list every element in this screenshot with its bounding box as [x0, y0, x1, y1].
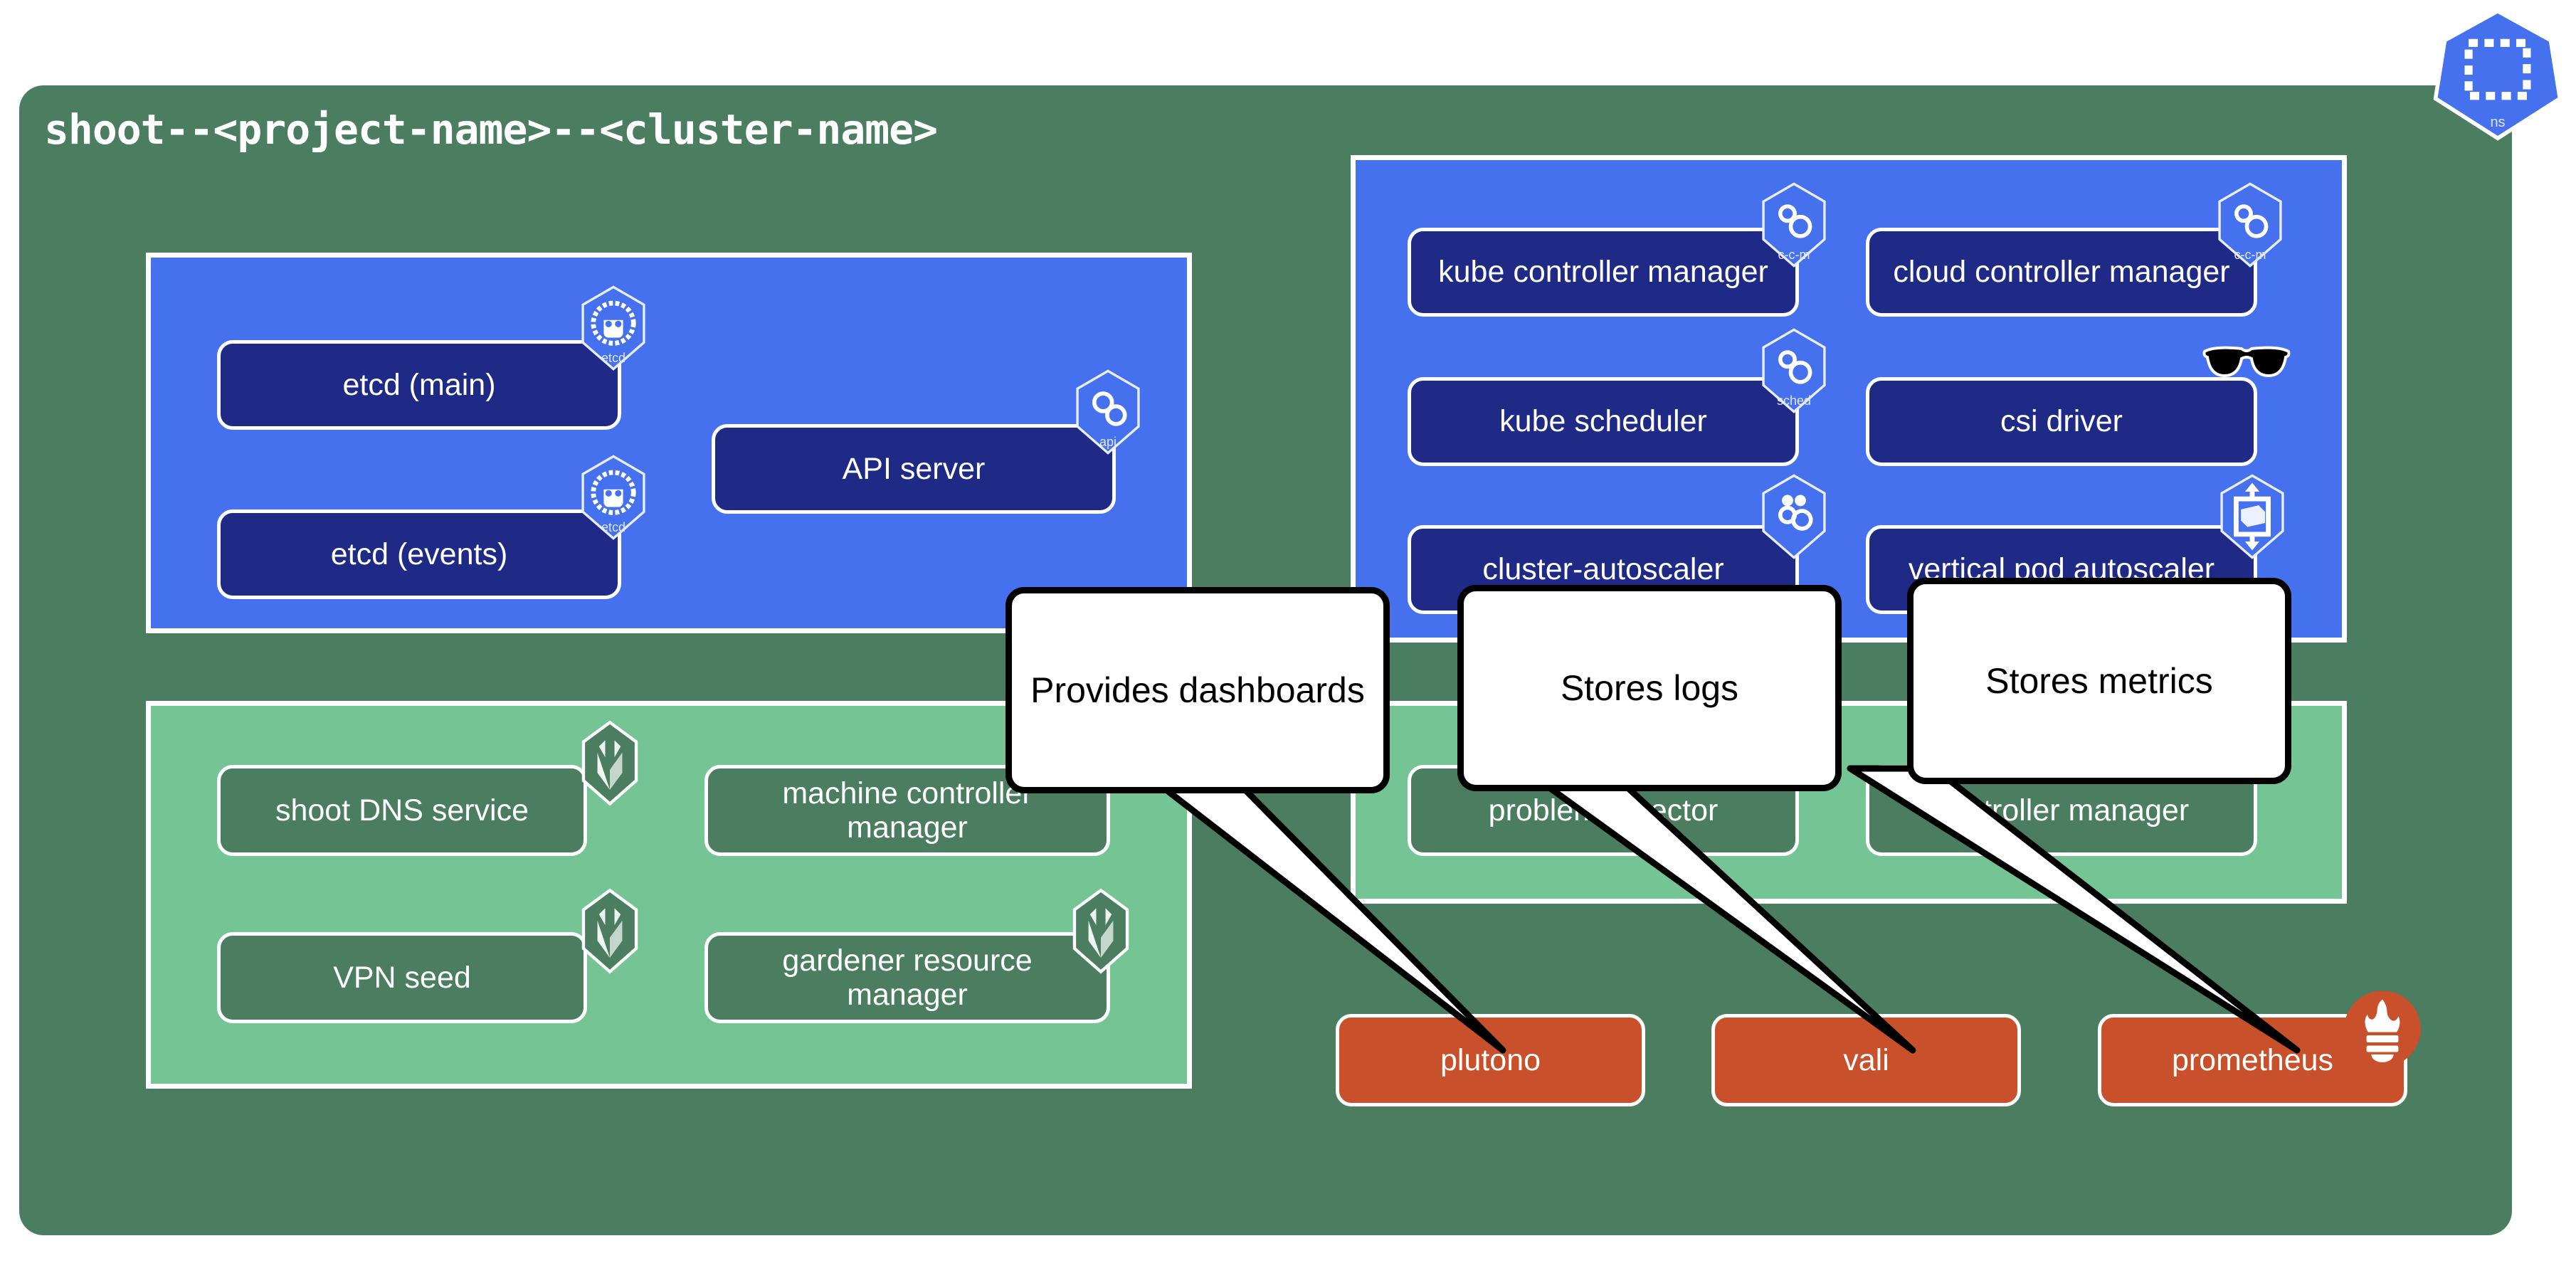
component-label: VPN seed — [333, 960, 471, 995]
kube-apiserver-icon: api — [1067, 369, 1149, 455]
component-csi-driver[interactable]: csi driver — [1866, 377, 2257, 466]
component-label: machine controller manager — [782, 776, 1033, 845]
component-label: plutono — [1440, 1042, 1541, 1077]
sunglasses-icon — [2200, 343, 2293, 387]
c-m-icon-label: c-c-m — [1778, 248, 1810, 262]
c-c-m-icon-label: c-c-m — [2234, 248, 2266, 262]
callout-text: Stores metrics — [1985, 661, 2213, 701]
callout-bubble-plutono: Provides dashboards — [1005, 587, 1390, 793]
component-etcd-main[interactable]: etcd (main) — [217, 340, 621, 430]
etcd-icon-label: etcd — [601, 520, 626, 534]
gardener-icon — [569, 720, 650, 807]
component-gardener-resource-manager[interactable]: gardener resource manager — [704, 932, 1110, 1023]
prometheus-icon — [2343, 989, 2422, 1069]
kube-controller-manager-icon: c-c-m — [1753, 181, 1835, 268]
component-label: cloud controller manager — [1893, 255, 2230, 290]
callout-tail-plutono — [1135, 765, 1537, 1110]
cloud-controller-manager-icon: c-c-m — [2210, 181, 2291, 268]
etcd-icon: etcd — [573, 285, 654, 371]
callout-bubble-vali: Stores logs — [1457, 585, 1842, 791]
sched-icon-label: sched — [1776, 393, 1812, 408]
component-label: API server — [842, 451, 986, 486]
component-label: vali — [1843, 1042, 1889, 1077]
component-vpn-seed[interactable]: VPN seed — [217, 932, 587, 1023]
cluster-autoscaler-icon — [1753, 473, 1835, 560]
kube-scheduler-icon: sched — [1753, 327, 1835, 414]
component-label: etcd (events) — [330, 537, 508, 571]
page-title: shoot--<project-name>--<cluster-name> — [44, 105, 938, 154]
component-label: kube scheduler — [1499, 404, 1707, 439]
ns-badge-label: ns — [2490, 115, 2506, 130]
component-shoot-dns-service[interactable]: shoot DNS service — [217, 765, 587, 856]
gardener-icon — [569, 888, 650, 975]
component-etcd-events[interactable]: etcd (events) — [217, 509, 621, 599]
component-label: csi driver — [2000, 404, 2123, 439]
etcd-icon-label: etcd — [601, 351, 626, 365]
callout-text: Stores logs — [1560, 668, 1739, 708]
etcd-icon: etcd — [573, 454, 654, 541]
component-plutono[interactable]: plutono — [1336, 1014, 1645, 1106]
callout-text: Provides dashboards — [1030, 670, 1365, 710]
component-label: etcd (main) — [342, 367, 496, 402]
component-label: cluster-autoscaler — [1482, 552, 1724, 587]
component-label: shoot DNS service — [275, 793, 529, 828]
component-cloud-controller-manager[interactable]: cloud controller manager — [1866, 228, 2257, 317]
component-label: gardener resource manager — [782, 943, 1033, 1012]
gardener-icon — [1060, 888, 1141, 975]
component-kube-controller-manager[interactable]: kube controller manager — [1408, 228, 1799, 317]
component-label: prometheus — [2171, 1042, 2334, 1077]
component-api-server[interactable]: API server — [712, 424, 1116, 514]
component-kube-scheduler[interactable]: kube scheduler — [1408, 377, 1799, 466]
kubernetes-namespace-icon: ns — [2432, 9, 2564, 141]
callout-tail-prometheus — [1847, 765, 2306, 1110]
component-label: kube controller manager — [1438, 255, 1768, 290]
api-icon-label: api — [1099, 435, 1117, 449]
callout-bubble-prometheus: Stores metrics — [1907, 578, 2291, 784]
vertical-pod-autoscaler-icon — [2212, 473, 2293, 560]
